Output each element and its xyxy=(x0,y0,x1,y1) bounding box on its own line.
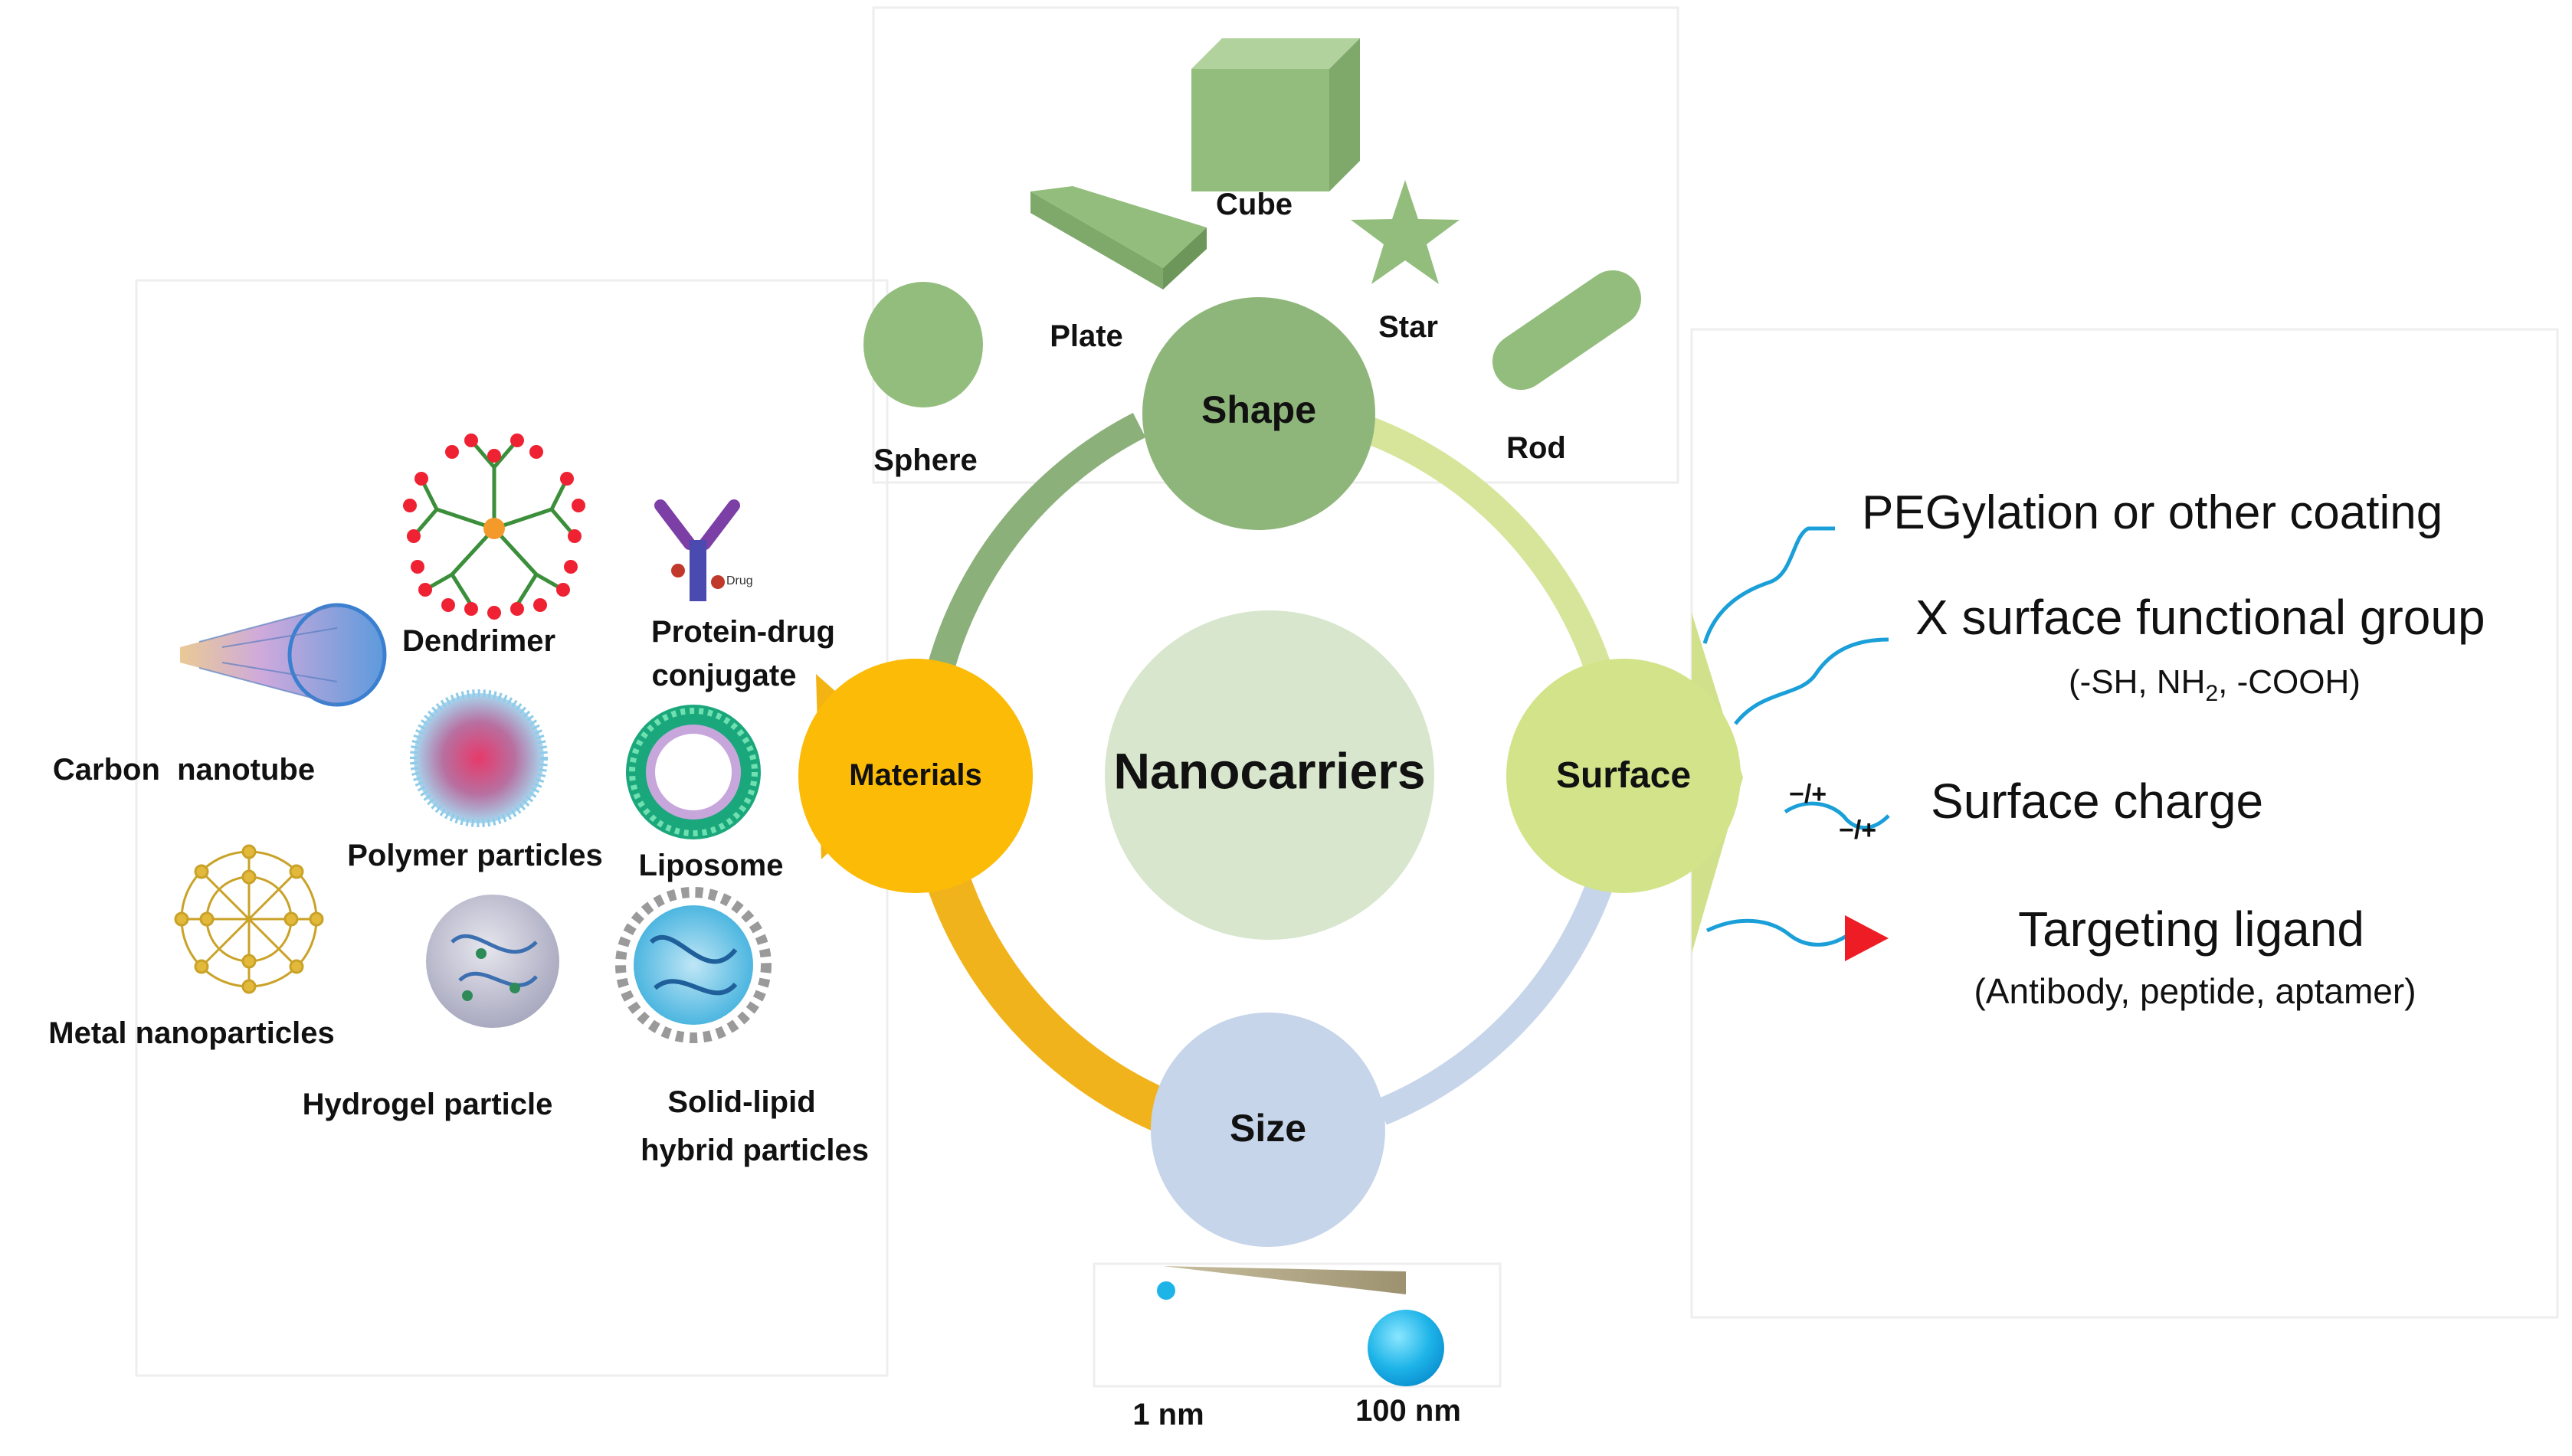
targeting-ligand-arrow xyxy=(1845,915,1889,961)
dendrimer-label: Dendrimer xyxy=(402,624,555,658)
star-label: Star xyxy=(1378,310,1438,344)
materials-node-label: Materials xyxy=(849,758,981,792)
arc-surface-to-size xyxy=(1376,857,1621,1125)
cube-label: Cube xyxy=(1216,188,1293,221)
pegylation-strand xyxy=(1702,526,1835,644)
shape-node xyxy=(1142,297,1375,530)
center-circle xyxy=(1105,610,1434,940)
size-wedge xyxy=(1163,1266,1406,1294)
star-shape xyxy=(1351,180,1460,284)
metal-nanoparticle-icon xyxy=(174,844,324,994)
rod-label: Rod xyxy=(1506,431,1566,465)
functional-group-label: X surface functional group xyxy=(1915,590,2485,645)
center-label: Nanocarriers xyxy=(1113,742,1425,799)
size-node xyxy=(1151,1013,1385,1247)
size-panel-frame xyxy=(1093,1262,1502,1388)
hydrogel-particle-icon xyxy=(426,895,559,1028)
functional-group-strand xyxy=(1734,637,1889,725)
plate-label: Plate xyxy=(1050,319,1123,353)
surface-charge-mark-2: −/+ xyxy=(1839,816,1876,845)
sphere-label: Sphere xyxy=(873,443,978,477)
liposome-label: Liposome xyxy=(639,849,784,882)
surface-node-label: Surface xyxy=(1556,755,1691,796)
pegylation-label: PEGylation or other coating xyxy=(1862,486,2443,539)
size-max-label: 100 nm xyxy=(1355,1394,1461,1428)
fg-examples-sub: 2 xyxy=(2205,681,2218,706)
functional-group-examples: (-SH, NH2, -COOH) xyxy=(2069,663,2361,706)
solid-lipid-label-line2: hybrid particles xyxy=(641,1134,869,1167)
arc-shape-to-materials xyxy=(922,412,1146,692)
materials-node xyxy=(798,659,1033,893)
cube-shape xyxy=(1191,38,1360,191)
fg-examples-pre: (-SH, NH xyxy=(2069,663,2205,701)
hydrogel-particle-label: Hydrogel particle xyxy=(303,1088,553,1121)
solid-lipid-label-line1: Solid-lipid xyxy=(667,1085,815,1119)
protein-drug-label-line2: conjugate xyxy=(652,659,797,692)
drug-tag: Drug xyxy=(726,574,753,587)
size-small-dot xyxy=(1157,1281,1175,1300)
arc-shape-to-surface xyxy=(1361,416,1619,695)
carbon-nanotube-label: Carbon nanotube xyxy=(53,753,315,787)
plate-shape xyxy=(1030,186,1207,290)
carbon-nanotube-icon xyxy=(180,603,387,707)
protein-drug-conjugate-icon: Drug xyxy=(654,499,753,601)
protein-drug-label-line1: Protein-drug xyxy=(651,615,835,649)
polymer-particles-label: Polymer particles xyxy=(347,839,603,872)
surface-charge-mark-1: −/+ xyxy=(1789,780,1827,809)
size-min-label: 1 nm xyxy=(1132,1398,1204,1431)
size-scale: 1 nm 100 nm xyxy=(1132,1266,1461,1431)
surface-charge-strand xyxy=(1784,801,1890,830)
polymer-particle-icon xyxy=(410,689,548,827)
sphere-shape xyxy=(863,282,983,407)
surface-node xyxy=(1506,659,1741,893)
arc-size-to-materials xyxy=(923,863,1174,1133)
fg-examples-post: , -COOH) xyxy=(2218,663,2361,701)
targeting-ligand-examples: (Antibody, peptide, aptamer) xyxy=(1974,971,2416,1011)
targeting-ligand-label: Targeting ligand xyxy=(2018,901,2364,957)
solid-lipid-particle-icon xyxy=(615,887,772,1043)
dendrimer-icon xyxy=(403,434,585,620)
shape-node-label: Shape xyxy=(1201,388,1316,431)
surface-charge-label: Surface charge xyxy=(1931,774,2263,829)
metal-nanoparticles-label: Metal nanoparticles xyxy=(48,1016,334,1050)
size-large-sphere xyxy=(1368,1310,1444,1386)
liposome-icon xyxy=(626,705,761,839)
targeting-ligand-strand xyxy=(1705,918,1848,947)
size-node-label: Size xyxy=(1230,1107,1306,1150)
rod-shape xyxy=(1492,270,1641,390)
